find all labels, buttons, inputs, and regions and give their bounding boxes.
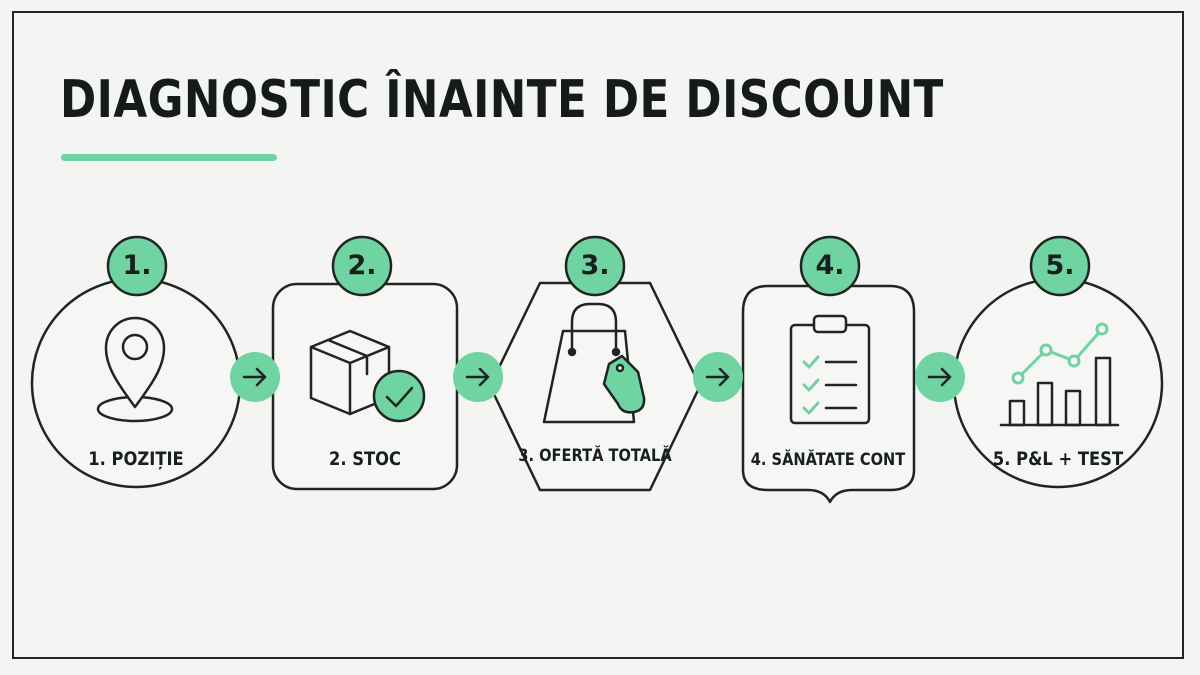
step-4-badge [799, 235, 861, 297]
step-2-number: 2. [347, 250, 377, 281]
bar-line-chart-icon [999, 322, 1120, 427]
step-5-badge [1029, 235, 1091, 297]
step-2-label: 2. STOC [328, 448, 402, 470]
step-badges [106, 235, 1091, 297]
step-1-badge [106, 235, 168, 297]
shopping-bag-tag-icon [542, 302, 646, 424]
arrow-right-icon [453, 352, 503, 402]
connector-arrows [230, 352, 965, 402]
arrow-right-icon [915, 352, 965, 402]
step-1-number: 1. [122, 250, 152, 281]
clipboard-checklist-icon [789, 314, 871, 425]
location-pin-icon [96, 316, 174, 423]
slide-frame [12, 11, 1184, 659]
step-3-number: 3. [580, 250, 610, 281]
box-check-icon [309, 329, 426, 423]
page-title: DIAGNOSTIC ÎNAINTE DE DISCOUNT [60, 70, 944, 130]
step-2-badge [331, 235, 393, 297]
arrow-right-icon [230, 352, 280, 402]
step-4-number: 4. [815, 250, 845, 281]
step-5-number: 5. [1045, 250, 1075, 281]
title-underline [61, 154, 277, 161]
step-3-badge [564, 235, 626, 297]
arrow-right-icon [693, 352, 743, 402]
step-3-label: 3. OFERTĂ TOTALĂ [518, 446, 672, 466]
step-1-label: 1. POZIȚIE [88, 448, 184, 470]
step-5-label: 5. P&L + TEST [992, 448, 1124, 470]
step-4-label: 4. SĂNĂTATE CONT [750, 450, 906, 470]
